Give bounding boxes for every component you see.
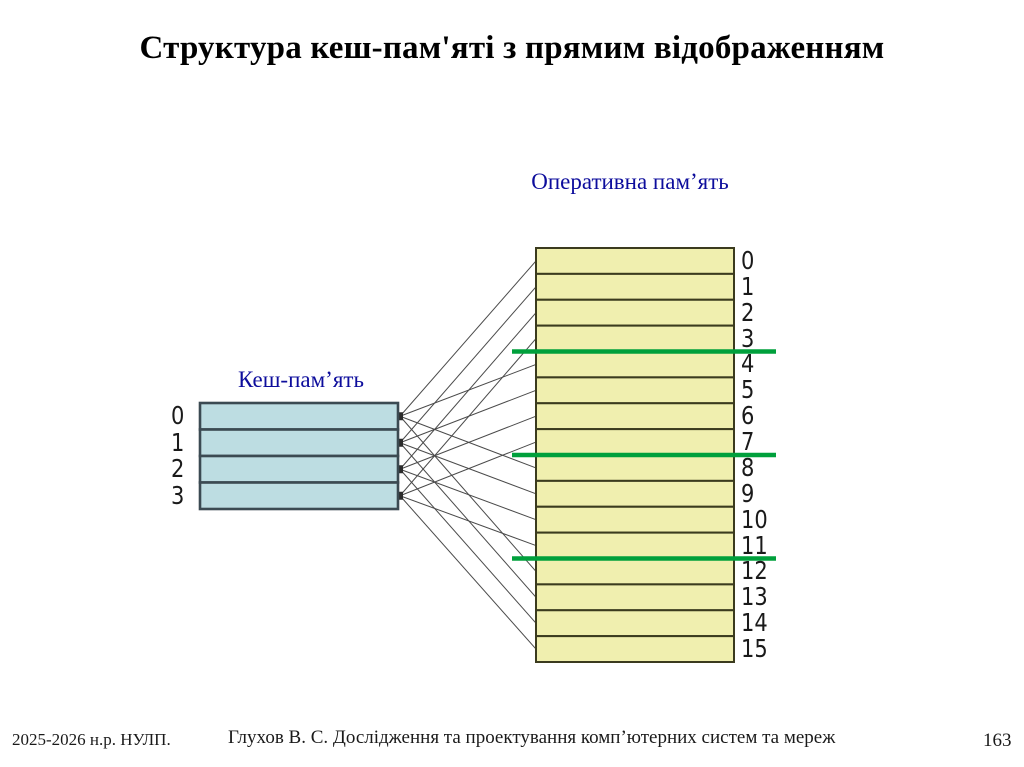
cache-block <box>198 454 400 484</box>
mapping-line <box>399 260 537 417</box>
ram-index-label: 9 <box>741 479 755 508</box>
ram-index-label: 12 <box>741 557 768 586</box>
mapping-line <box>399 415 537 572</box>
cache-index-label: 2 <box>171 455 185 484</box>
mapping-line <box>399 495 537 650</box>
cache-block <box>198 428 400 458</box>
ram-block <box>535 454 735 482</box>
cache-index-label: 1 <box>171 428 185 457</box>
cache-index-label: 0 <box>171 402 185 431</box>
ram-index-label: 3 <box>741 324 755 353</box>
cache-connector-stub <box>396 412 403 421</box>
ram-block <box>535 350 735 379</box>
ram-index-label: 14 <box>741 608 768 638</box>
mapping-line <box>399 415 537 470</box>
ram-index-label: 1 <box>741 272 755 301</box>
ram-block <box>535 298 735 327</box>
mapping-line <box>399 468 537 624</box>
footer-author-title: Глухов В. С. Дослідження та проектування… <box>228 727 836 748</box>
cache-connector-stub <box>396 465 403 474</box>
ram-block <box>535 428 735 456</box>
mapping-line <box>399 495 537 547</box>
ram-block <box>535 479 735 508</box>
cache-connector-stub <box>396 491 403 500</box>
cache-block-group <box>198 401 400 511</box>
cache-index-label: 3 <box>171 481 185 510</box>
ram-block <box>535 272 735 301</box>
mapping-line <box>399 442 537 495</box>
cache-block <box>198 401 400 431</box>
ram-block <box>535 583 735 612</box>
ram-block <box>535 247 735 275</box>
mapping-line <box>399 468 537 521</box>
mapping-line <box>399 441 537 497</box>
ram-index-label: 5 <box>741 376 755 405</box>
ram-block <box>535 609 735 638</box>
ram-caption: Оперативна пам’ять <box>531 169 729 194</box>
mapping-line <box>399 286 537 444</box>
cache-caption: Кеш-пам’ять <box>238 367 364 392</box>
ram-index-label: 4 <box>741 350 755 379</box>
ram-block <box>535 505 735 534</box>
ram-index-label: 0 <box>741 246 755 276</box>
ram-index-label: 6 <box>741 401 755 431</box>
ram-block <box>535 557 735 586</box>
ram-index-label: 2 <box>741 298 755 327</box>
ram-block <box>535 402 735 431</box>
cache-connector-stub <box>396 438 403 447</box>
ram-block <box>535 531 735 560</box>
ram-index-label: 13 <box>741 583 768 612</box>
ram-block <box>535 635 735 663</box>
cache-block <box>198 481 400 511</box>
ram-index-label: 15 <box>741 634 768 664</box>
set-separator-group <box>512 349 776 561</box>
ram-block-group <box>535 247 735 663</box>
mapping-lines-group <box>396 260 537 650</box>
ram-index-label: 10 <box>741 505 768 534</box>
mapping-line <box>399 415 537 469</box>
ram-index-label: 8 <box>741 453 755 483</box>
footer-page-number: 163 <box>983 730 1012 751</box>
mapping-line <box>399 338 537 497</box>
page-title: Структура кеш-пам'яті з прямим відображе… <box>139 30 885 66</box>
ram-block <box>535 324 735 353</box>
mapping-line <box>399 312 537 470</box>
footer-course-info: 2025-2026 н.р. НУЛП. <box>12 730 171 749</box>
mapping-line <box>399 442 537 598</box>
ram-block <box>535 376 735 405</box>
ram-index-label: 11 <box>741 531 768 560</box>
ram-index-label: 7 <box>741 427 755 457</box>
